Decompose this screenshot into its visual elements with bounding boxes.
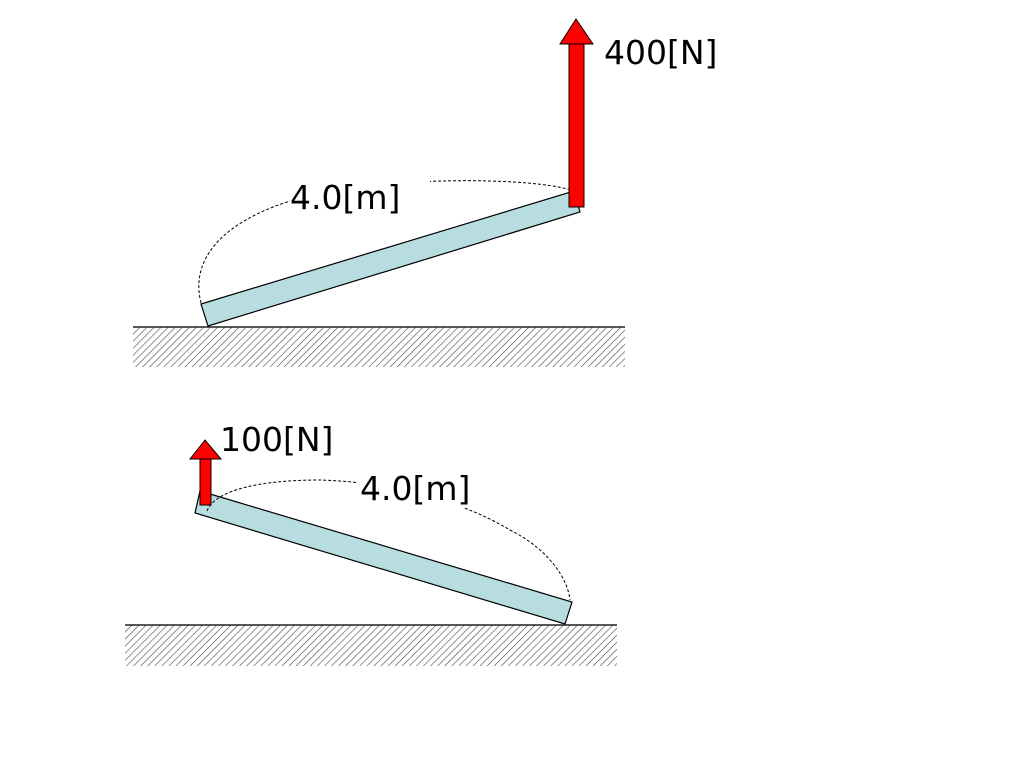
lower-ground (125, 625, 617, 666)
lower-force-label: 100[N] (220, 420, 333, 459)
upper-force-label: 400[N] (604, 33, 717, 72)
upper-diagram: 400[N] 4.0[m] (133, 18, 717, 367)
upper-ground (133, 327, 625, 367)
lower-length-label: 4.0[m] (360, 469, 470, 508)
up-arrow-icon (188, 439, 223, 506)
lower-force-arrow-shaft (199, 458, 212, 506)
upper-force-arrow-shaft (568, 43, 585, 208)
lower-length-label-bg (358, 466, 500, 508)
lower-force-arrow-head (188, 439, 223, 460)
up-arrow-icon (559, 18, 594, 208)
lower-diagram: 100[N] 4.0[m] (125, 420, 617, 666)
upper-length-label: 4.0[m] (290, 178, 400, 217)
upper-beam (200, 190, 581, 327)
upper-force-arrow-head (559, 18, 594, 45)
lower-beam (194, 490, 573, 625)
upper-length-label-bg (290, 176, 430, 216)
